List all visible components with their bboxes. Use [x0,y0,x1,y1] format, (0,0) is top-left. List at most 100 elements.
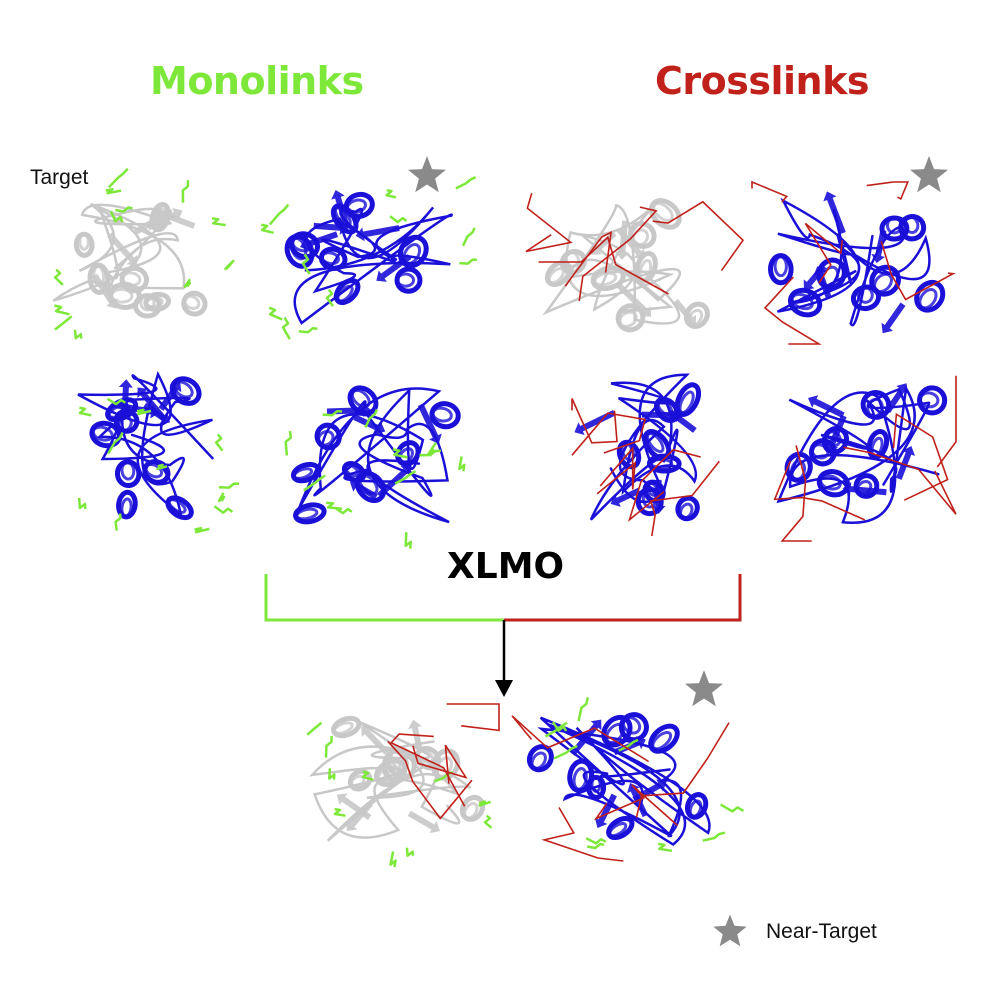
beta-strand [134,208,173,235]
structure-monolinks-model-3 [284,385,466,549]
monolink-sidechain [586,842,605,850]
backbone-coil [542,201,681,325]
monolink-sidechain [334,506,353,515]
beta-strand [881,302,906,334]
crosslink-line [649,460,720,537]
helix [917,385,948,416]
monolink-sidechain [114,513,122,531]
structure-crosslinks-model-6 [571,373,720,537]
helix [601,714,633,748]
crosslink-line [541,807,624,862]
monolink-sidechain [298,326,318,334]
helix [341,460,367,484]
monolink-sidechain [328,768,336,780]
monolink-sidechain [218,482,240,489]
backbone-coil [589,373,698,521]
beta-strand [107,232,138,266]
crosslink-line [389,733,466,807]
beta-strand [641,408,684,423]
helix [331,715,362,739]
monolink-sidechain [109,210,124,223]
monolink-sidechain [405,847,415,857]
near-target-star-icon [685,670,723,707]
beta-strand [313,220,349,235]
helix [374,758,408,788]
beta-strand [673,298,697,326]
near-target-star-icon [408,156,446,193]
structure-crosslinks-model-7 [773,375,957,542]
helix [142,459,171,485]
crosslink-line [773,460,866,521]
crosslink-line [843,446,957,515]
monolink-sidechain [306,721,323,736]
monolink-sidechain [553,744,578,760]
beta-strand [417,403,442,444]
helix [181,290,208,317]
helix [293,502,327,525]
beta-strand [823,191,846,235]
beta-strand [895,446,916,480]
helix [914,279,946,313]
helix [429,401,461,430]
beta-strand [842,482,887,497]
monolink-sidechain [658,842,673,853]
monolink-sidechain [551,721,568,732]
monolink-sidechain [281,316,291,340]
helix [397,234,429,269]
beta-strand [146,207,183,231]
beta-strand [615,220,630,260]
monolink-sidechain [459,258,477,265]
beta-strand [349,479,378,500]
crosslink-line [446,703,500,732]
crosslink-line [511,715,650,763]
monolink-sidechain [211,217,226,227]
helix [395,440,421,467]
crosslink-line [387,740,473,820]
monolink-sidechain [183,278,192,289]
helix [394,266,423,294]
monolink-sidechain [394,470,417,485]
monolink-sidechain [585,837,607,845]
monolinks-heading: Monolinks [150,59,364,103]
beta-strand [114,402,160,419]
helix [133,293,162,319]
helix [866,428,890,460]
xlmo-label: XLMO [447,546,565,587]
monolink-sidechain [214,433,224,452]
monolink-sidechain [326,501,343,510]
monolink-sidechain [213,505,234,514]
structure-xlmo-model-9 [511,697,745,862]
beta-strand [353,414,386,435]
legend-star-icon [713,914,747,947]
monolink-sidechain [324,735,333,758]
monolink-sidechain [268,203,290,226]
helix [333,277,361,306]
crosslink-line [525,192,573,253]
monolink-sidechain [392,448,408,459]
beta-strand [808,395,845,418]
monolink-sidechain [107,167,129,189]
monolink-sidechain [194,526,210,534]
crosslink-line [763,276,822,345]
merge-arrow-head [495,680,513,697]
crosslink-line [804,222,844,284]
monolink-sidechain [136,408,152,416]
beta-strand [355,225,400,242]
monolink-sidechain [284,430,292,456]
legend-label: Near-Target [766,920,877,943]
helix [314,422,342,451]
crosslink-line [936,375,957,468]
crosslink-line [627,448,701,522]
crosslink-line [538,235,669,295]
monolink-sidechain [115,206,133,213]
helix [318,246,348,272]
helix [787,287,823,318]
beta-strand [825,414,847,453]
monolink-sidechain [54,304,70,316]
monolink-sidechain [719,803,745,813]
beta-strand [885,383,908,414]
helix [606,815,635,841]
monolink-sidechain [268,306,283,321]
monolink-sidechain [702,831,726,842]
